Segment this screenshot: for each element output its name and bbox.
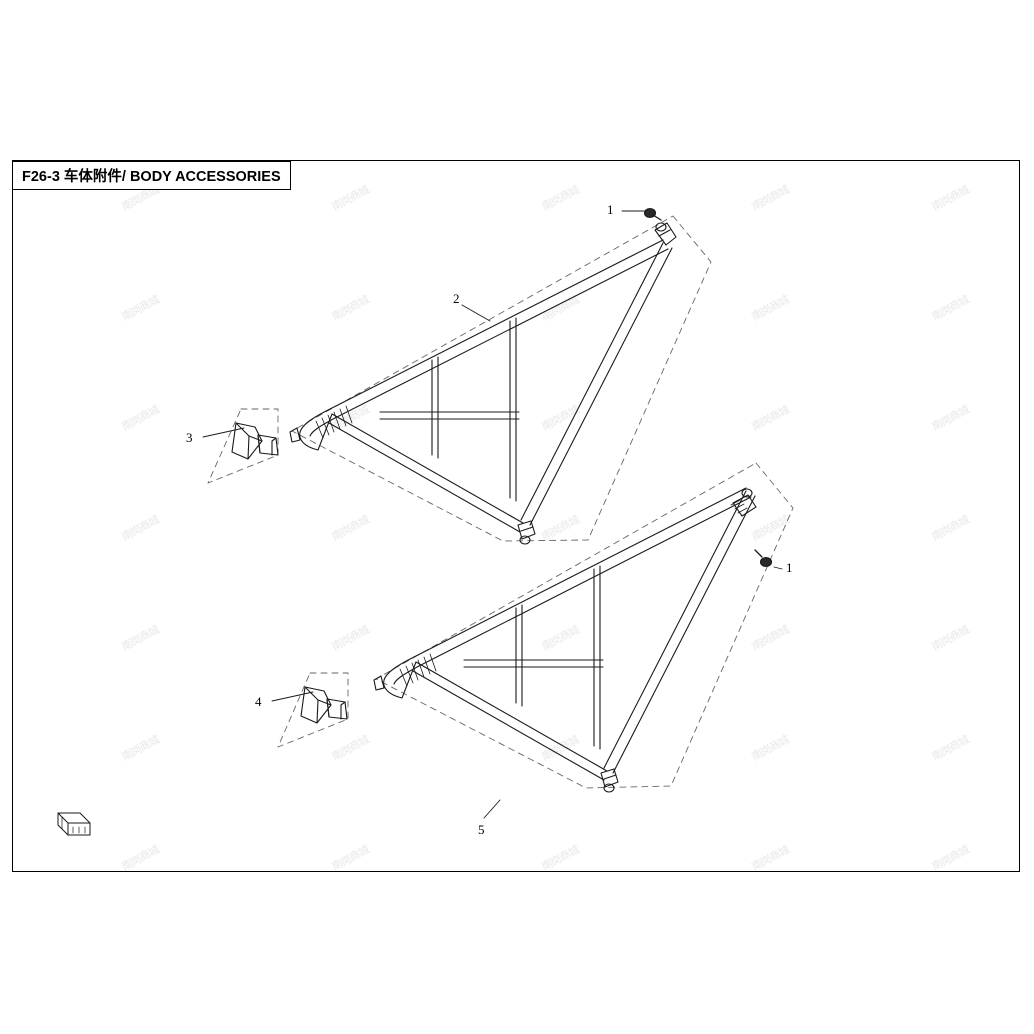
callout-1-bottom: 1 bbox=[786, 560, 793, 575]
bolt-part-1-lower bbox=[754, 549, 773, 568]
callout-3: 3 bbox=[186, 430, 193, 445]
lower-right-end-fitting bbox=[730, 488, 757, 517]
lower-lower-end-fitting bbox=[600, 768, 619, 793]
lower-panel-outline bbox=[375, 462, 794, 789]
callout-4: 4 bbox=[255, 694, 262, 709]
upper-panel-outline bbox=[291, 215, 712, 542]
page-corner-icon bbox=[57, 812, 91, 836]
upper-lower-end-fitting bbox=[517, 520, 536, 545]
section-title-box: F26-3 车体附件/ BODY ACCESSORIES bbox=[12, 161, 291, 190]
lower-frame-tubes bbox=[373, 487, 756, 781]
diagram-frame-border bbox=[12, 160, 1020, 872]
bolt-part-1-upper bbox=[643, 207, 662, 221]
callout-2: 2 bbox=[453, 291, 460, 306]
leader-line-4 bbox=[271, 691, 314, 702]
page-title: F26-3 车体附件/ BODY ACCESSORIES bbox=[22, 169, 281, 185]
upper-frame-tubes bbox=[289, 239, 673, 533]
upper-mirror-inset bbox=[207, 408, 279, 484]
callout-1-top: 1 bbox=[607, 202, 614, 217]
upper-right-end-fitting bbox=[654, 222, 677, 246]
leader-line-3 bbox=[202, 427, 245, 438]
leader-line-5 bbox=[483, 799, 501, 819]
callout-5: 5 bbox=[478, 822, 485, 837]
leader-line-1-lower bbox=[773, 566, 783, 570]
lower-mirror-inset bbox=[277, 672, 349, 748]
leader-line-2 bbox=[461, 304, 491, 322]
